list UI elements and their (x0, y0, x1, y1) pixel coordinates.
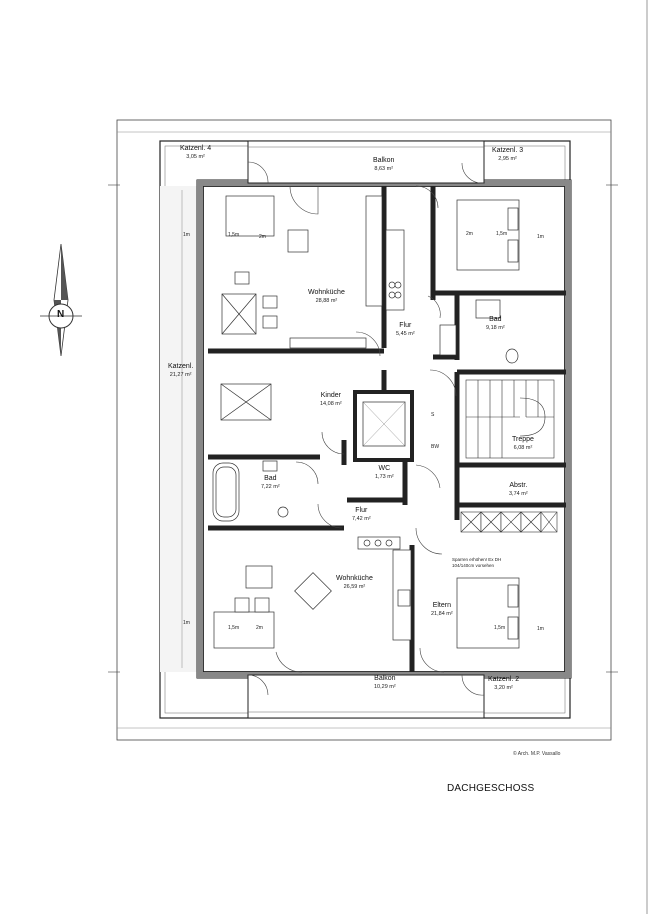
staircase (465, 379, 555, 459)
kitchen-counter-top (289, 195, 405, 349)
dim-15m-bottom: 1,5m (228, 625, 240, 631)
plan-title: DACHGESCHOSS (447, 783, 535, 794)
bed-eltern (456, 577, 520, 649)
dim-2m-bottom: 2m (256, 625, 263, 631)
dim-2m-right: 2m (466, 231, 473, 237)
dim-1m-left-top: 1m (183, 232, 190, 238)
s-mark: S (431, 412, 435, 418)
dim-15m-eltern: 1,5m (494, 625, 506, 631)
room-abstr: Abstr.3,74 m² (509, 482, 528, 497)
interior-walls (208, 186, 566, 672)
bed-kinder (220, 383, 272, 421)
north-letter: N (57, 309, 65, 320)
rafter-note: Sparren erhöhen! Ex DH 104/140cm vorsehe… (452, 557, 502, 568)
dim-2m-top: 2m (259, 234, 266, 240)
dim-1m-right-top: 1m (537, 234, 544, 240)
dining-set-bottom (213, 565, 332, 649)
bed-top-right (456, 199, 520, 271)
drawing-frame (116, 119, 612, 741)
balcony-bottom (247, 674, 485, 719)
north-arrow-icon (40, 243, 82, 357)
dim-1m-left-bottom: 1m (183, 620, 190, 626)
kitchen-counter-bottom (357, 536, 412, 641)
doors (247, 161, 485, 696)
bw-mark: BW (431, 444, 440, 450)
dining-set-top (221, 195, 309, 335)
room-katzenl-left: Katzenl.21,27 m² (168, 363, 194, 378)
dim-1m-right-bottom: 1m (537, 626, 544, 632)
bathroom-fixtures-top (439, 299, 519, 364)
balcony-top (247, 140, 485, 184)
bathroom-fixtures-bottom (212, 460, 289, 522)
copyright: © Arch. M.P. Vassallo (513, 751, 561, 757)
window-boxes (460, 511, 558, 533)
dim-15m-top: 1,5m (228, 232, 240, 238)
dim-15m-right: 1,5m (496, 231, 508, 237)
